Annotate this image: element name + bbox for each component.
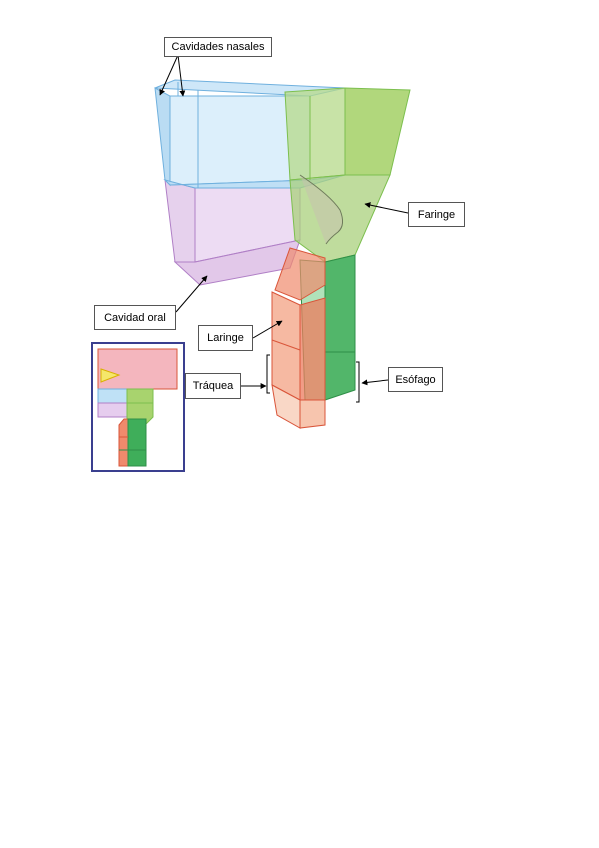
inset-head-region	[97, 348, 178, 390]
label-nasal-cavities: Cavidades nasales	[164, 37, 272, 57]
inset-oral	[97, 402, 128, 418]
arrow-nasal-2	[177, 54, 186, 97]
label-oral-cavity: Cavidad oral	[94, 305, 176, 330]
trachea-bracket	[266, 354, 270, 394]
inset-larynx	[118, 418, 129, 467]
label-larynx: Laringe	[198, 325, 253, 351]
inset-nasal	[97, 388, 128, 404]
label-esophagus: Esófago	[388, 367, 443, 392]
larynx-block	[271, 247, 326, 401]
arrow-laringe	[252, 320, 283, 339]
label-trachea: Tráquea	[185, 373, 241, 399]
inset-esophagus	[127, 418, 147, 467]
label-pharynx: Faringe	[408, 202, 465, 227]
arrow-nasal-1	[159, 54, 179, 96]
trachea-block	[271, 384, 326, 429]
arrow-esofago	[361, 379, 389, 386]
arrow-faringe	[364, 202, 409, 214]
oral-cavity-block	[164, 179, 301, 286]
inset-pharynx-upper	[126, 388, 154, 404]
inset-triangle	[100, 368, 121, 383]
arrow-oral	[175, 275, 208, 313]
pharynx-block	[284, 87, 411, 263]
schematic-inset	[91, 342, 185, 472]
esophagus-bracket	[356, 361, 360, 403]
